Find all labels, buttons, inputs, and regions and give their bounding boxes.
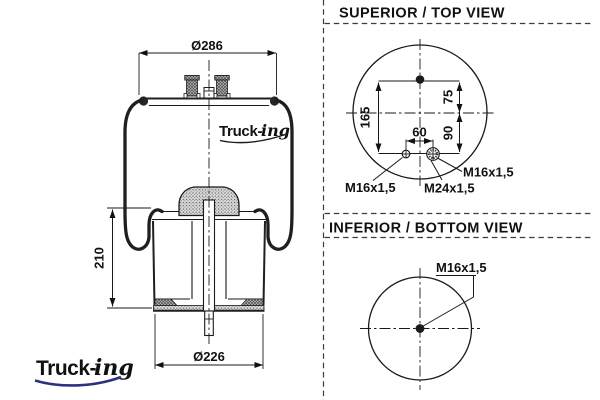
stud-left (184, 75, 200, 81)
stud-left-body (186, 79, 198, 97)
stud-hole-left-symbol (401, 149, 411, 159)
dim-label-60: 60 (412, 125, 426, 140)
label-stud-right: M16x1,5 (463, 165, 514, 180)
bottom-leader (421, 276, 474, 328)
dim-bottom-diameter: Ø226 (154, 314, 264, 369)
drawing-logo-swoosh (219, 132, 289, 144)
center-port-symbol (426, 147, 440, 161)
stud-right (214, 75, 230, 81)
dim-label-165: 165 (358, 107, 373, 129)
drawing-logo-bold: Truck- (219, 123, 263, 140)
brand-logo: Truck- ing (34, 355, 134, 387)
dim-label-bottom-diameter: Ø226 (193, 349, 225, 364)
dim-label-75: 75 (441, 90, 456, 104)
dim-label-height: 210 (92, 247, 107, 269)
dim-label-top-diameter: Ø286 (191, 38, 223, 53)
brand-logo-swoosh (34, 375, 122, 387)
dim-top-diameter: Ø286 (138, 38, 277, 95)
inferior-view: INFERIOR / BOTTOM VIEW M16x1,5 (324, 212, 591, 390)
bellows (123, 98, 294, 251)
inferior-view-title: INFERIOR / BOTTOM VIEW (329, 221, 523, 237)
piston-base-step-right (240, 298, 264, 306)
brand-logo-bold: Truck- (36, 357, 97, 380)
top-port-dot (415, 75, 425, 84)
superior-view: SUPERIOR / TOP VIEW 165 75 90 60 (324, 6, 591, 196)
label-bottom-stud: M16x1,5 (436, 260, 487, 275)
superior-view-title: SUPERIOR / TOP VIEW (339, 6, 505, 22)
drawing-logo: Truck- ing (219, 121, 290, 144)
side-view: Ø286 Truck- ing (34, 38, 294, 387)
piston-base-step-left (154, 298, 178, 306)
dim-height: 210 (92, 207, 152, 309)
dim-label-90: 90 (441, 126, 456, 140)
stud-right-body (216, 79, 228, 97)
bottom-stud-dot (415, 324, 425, 333)
label-center-port: M24x1,5 (424, 181, 475, 196)
brand-logo-script: ing (94, 355, 134, 381)
top-plate (138, 75, 280, 106)
label-stud-left: M16x1,5 (345, 180, 396, 195)
